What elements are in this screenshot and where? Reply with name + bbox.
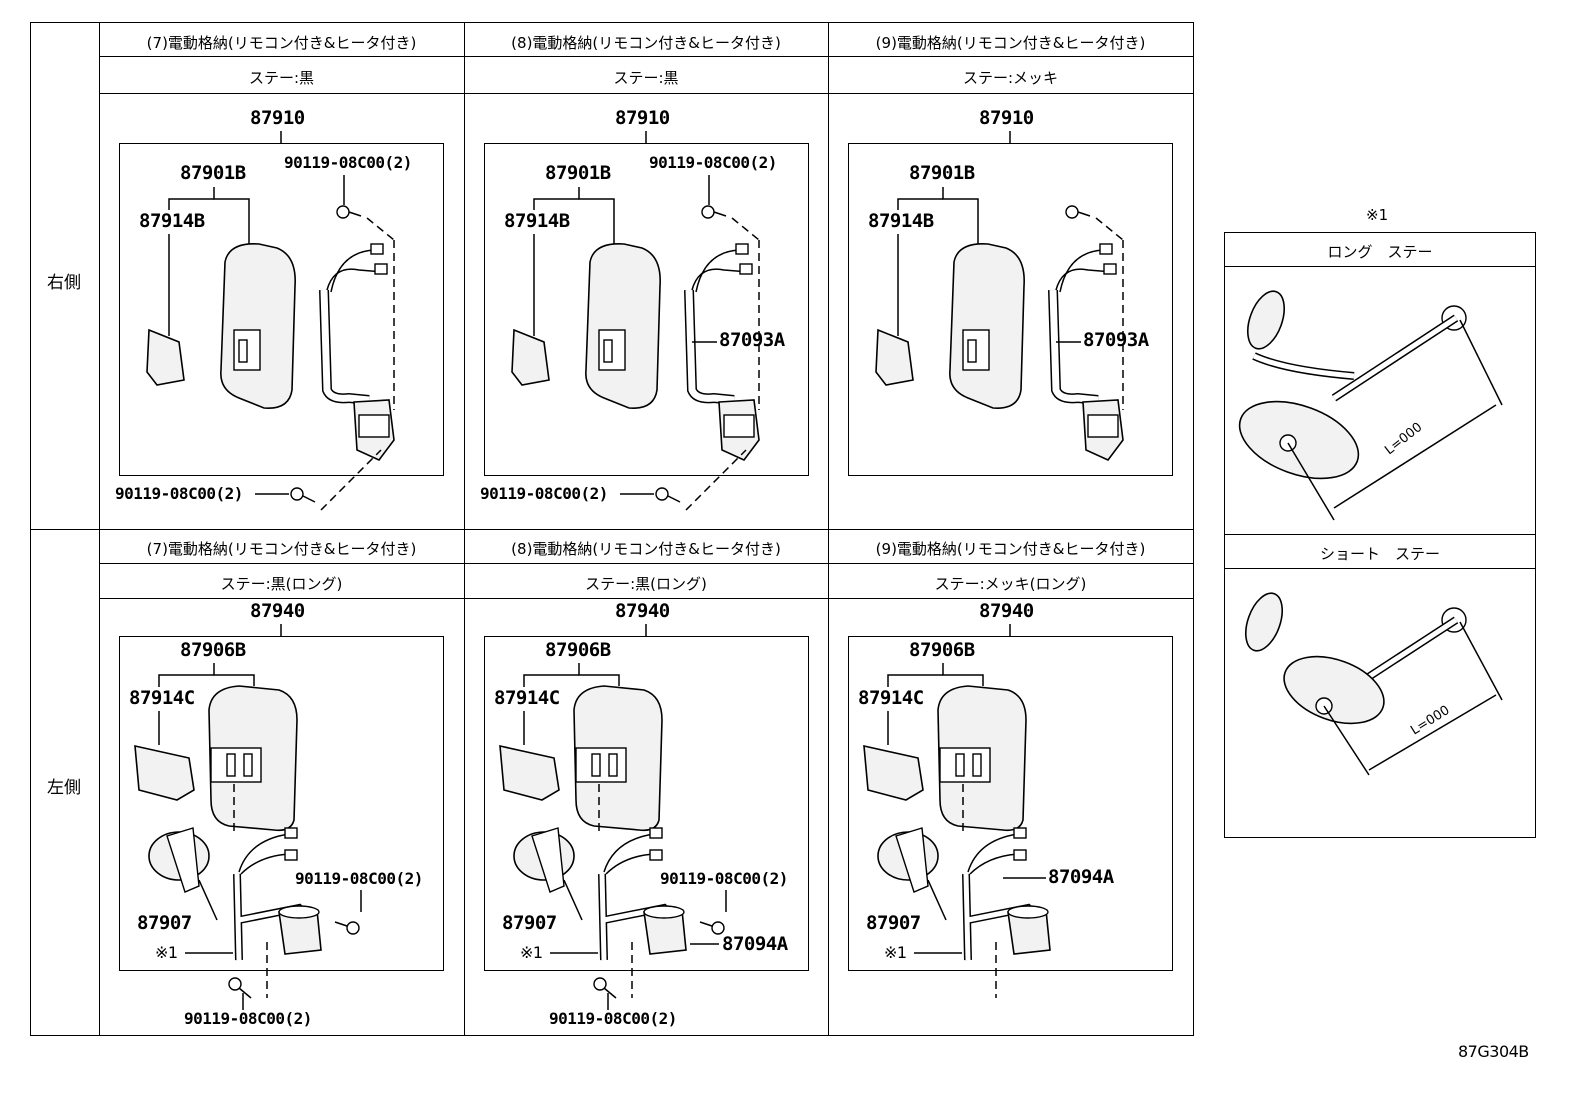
mirror-number-right: 87901B bbox=[545, 162, 611, 184]
column-sub-right: ステー:黒 bbox=[248, 69, 315, 87]
inset-divider-1 bbox=[1224, 266, 1536, 267]
row-label-right: 右側 bbox=[47, 273, 81, 293]
assy-number-left: 87940 bbox=[250, 600, 305, 622]
column-header-left: (7)電動格納(リモコン付き&ヒータ付き) bbox=[146, 540, 417, 558]
header-row-line bbox=[99, 56, 464, 57]
bolt-top-number-right: 90119-08C00(2) bbox=[284, 153, 412, 172]
inset-short-title: ショート ステー bbox=[1319, 545, 1440, 563]
header-row-line bbox=[464, 56, 828, 57]
column-header-left: (9)電動格納(リモコン付き&ヒータ付き) bbox=[875, 540, 1146, 558]
column-header-left: (8)電動格納(リモコン付き&ヒータ付き) bbox=[511, 540, 781, 558]
diagram-code: 87G304B bbox=[1458, 1042, 1529, 1061]
inset-panel bbox=[1224, 232, 1536, 838]
column-sub-left: ステー:メッキ(ロング) bbox=[934, 575, 1087, 593]
assy-box-left bbox=[484, 636, 809, 971]
assy-box-right bbox=[119, 143, 444, 476]
row-label-left: 左側 bbox=[47, 778, 81, 798]
assy-box-left bbox=[119, 636, 444, 971]
stay-number-right: 87093A bbox=[1083, 329, 1149, 351]
motor-number-left: 87094A bbox=[722, 933, 788, 955]
assy-box-right bbox=[848, 143, 1173, 476]
lower-mirror-number-left: 87907 bbox=[866, 912, 921, 934]
header-row-line bbox=[464, 598, 828, 599]
header-row-line bbox=[99, 93, 464, 94]
mirror-number-left: 87906B bbox=[180, 639, 246, 661]
header-row-line bbox=[828, 93, 1193, 94]
stay-number-right: 87093A bbox=[719, 329, 785, 351]
header-row-line bbox=[99, 563, 464, 564]
header-row-line bbox=[464, 93, 828, 94]
header-row-line bbox=[828, 598, 1193, 599]
stay-ref-left: ※1 bbox=[520, 943, 543, 962]
assy-number-left: 87940 bbox=[615, 600, 670, 622]
bolt-mid-number-left: 90119-08C00(2) bbox=[295, 869, 423, 888]
row-divider bbox=[30, 529, 1194, 530]
mirror-number-right: 87901B bbox=[180, 162, 246, 184]
inset-ref-mark: ※1 bbox=[1366, 206, 1389, 224]
column-header-right: (8)電動格納(リモコン付き&ヒータ付き) bbox=[511, 34, 781, 52]
bolt-bottom-number-left: 90119-08C00(2) bbox=[549, 1009, 677, 1028]
inset-long-dim: L=000 bbox=[1382, 420, 1425, 458]
cover-number-left: 87914C bbox=[494, 687, 560, 709]
assy-number-left: 87940 bbox=[979, 600, 1034, 622]
cover-number-right: 87914B bbox=[139, 210, 205, 232]
stay-ref-left: ※1 bbox=[884, 943, 907, 962]
header-row-line bbox=[99, 598, 464, 599]
assy-number-right: 87910 bbox=[979, 107, 1034, 129]
lower-mirror-number-left: 87907 bbox=[502, 912, 557, 934]
header-row-line bbox=[464, 563, 828, 564]
column-header-right: (9)電動格納(リモコン付き&ヒータ付き) bbox=[875, 34, 1146, 52]
cover-number-left: 87914C bbox=[129, 687, 195, 709]
bolt-mid-number-left: 90119-08C00(2) bbox=[660, 869, 788, 888]
assy-number-right: 87910 bbox=[250, 107, 305, 129]
cover-number-right: 87914B bbox=[868, 210, 934, 232]
assy-box-right bbox=[484, 143, 809, 476]
mirror-number-left: 87906B bbox=[545, 639, 611, 661]
bolt-top-number-right: 90119-08C00(2) bbox=[649, 153, 777, 172]
cover-number-left: 87914C bbox=[858, 687, 924, 709]
bolt-bottom-number-right: 90119-08C00(2) bbox=[480, 484, 608, 503]
inset-divider-3 bbox=[1224, 568, 1536, 569]
bolt-bottom-number-left: 90119-08C00(2) bbox=[184, 1009, 312, 1028]
header-row-line bbox=[828, 563, 1193, 564]
stay-ref-left: ※1 bbox=[155, 943, 178, 962]
column-header-right: (7)電動格納(リモコン付き&ヒータ付き) bbox=[146, 34, 417, 52]
assy-box-left bbox=[848, 636, 1173, 971]
column-sub-left: ステー:黒(ロング) bbox=[585, 575, 707, 593]
mirror-number-left: 87906B bbox=[909, 639, 975, 661]
cover-number-right: 87914B bbox=[504, 210, 570, 232]
bolt-bottom-number-right: 90119-08C00(2) bbox=[115, 484, 243, 503]
header-row-line bbox=[828, 56, 1193, 57]
side-col-divider bbox=[99, 22, 100, 1036]
lower-mirror-number-left: 87907 bbox=[137, 912, 192, 934]
column-sub-left: ステー:黒(ロング) bbox=[220, 575, 343, 593]
mirror-number-right: 87901B bbox=[909, 162, 975, 184]
column-sub-right: ステー:メッキ bbox=[962, 69, 1059, 87]
motor-number-left: 87094A bbox=[1048, 866, 1114, 888]
assy-number-right: 87910 bbox=[615, 107, 670, 129]
inset-long-title: ロング ステー bbox=[1327, 243, 1433, 261]
inset-divider-2 bbox=[1224, 534, 1536, 535]
column-sub-right: ステー:黒 bbox=[613, 69, 679, 87]
